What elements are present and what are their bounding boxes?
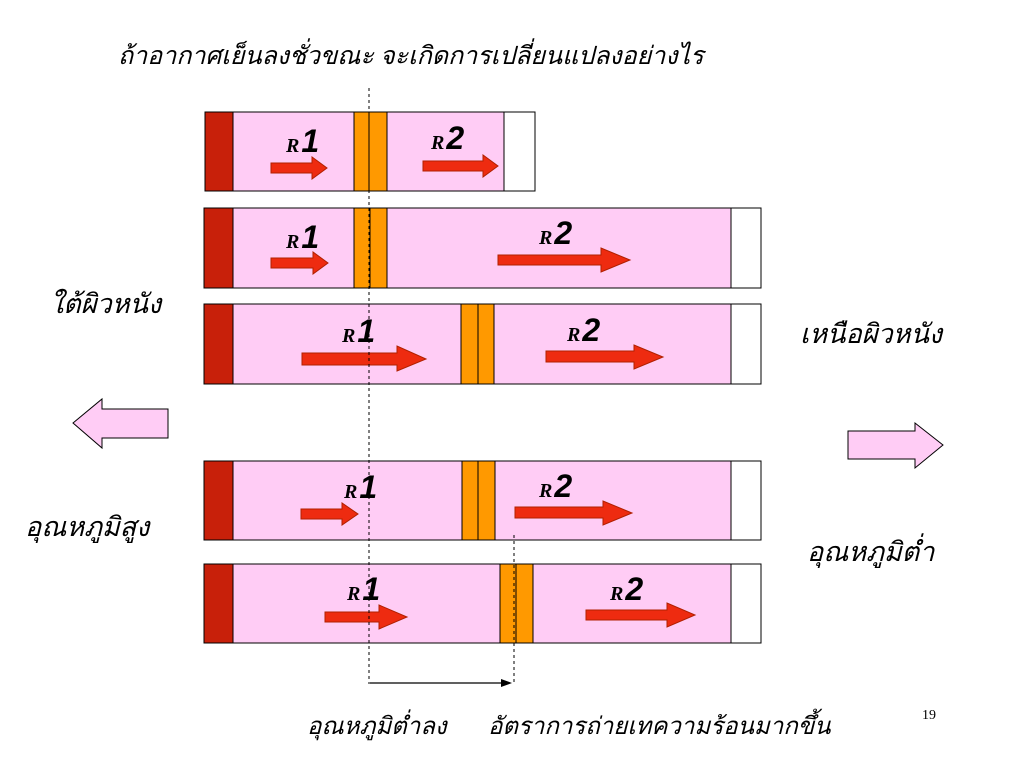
- outer-layer: [730, 563, 762, 644]
- left-direction-arrow: [72, 397, 169, 450]
- r1-label-row-5: R1: [347, 571, 381, 607]
- low-temp-label: อุณหภูมิต่ำ: [807, 537, 935, 567]
- inner-layer: [203, 563, 234, 644]
- tissue-r2: [386, 111, 505, 192]
- r1-label-row-2: R1: [286, 219, 320, 255]
- r2-label-row-4: R2: [539, 468, 573, 504]
- r1-label-row-4: R1: [344, 469, 378, 505]
- page-number: 19: [922, 708, 936, 723]
- heat-arrow-r1: [300, 502, 359, 526]
- heat-arrow-r1: [301, 345, 428, 372]
- heat-arrow-r2: [585, 602, 697, 628]
- outer-layer: [730, 207, 762, 289]
- heat-arrow-r1: [270, 156, 328, 180]
- layer-stack-row-2: [203, 207, 762, 289]
- heat-arrow-r2: [422, 154, 499, 178]
- inner-layer: [203, 207, 234, 289]
- slide-title: ถ้าอากาศเย็นลงชั่วขณะ จะเกิดการเปลี่ยนแป…: [118, 43, 704, 70]
- layer-stack-row-1: [204, 111, 536, 192]
- temp-drop-caption: อุณหภูมิต่ำลง: [307, 714, 447, 740]
- outer-layer: [730, 303, 762, 385]
- tissue-r1: [232, 563, 501, 644]
- tissue-r1: [232, 460, 463, 541]
- inner-layer: [204, 111, 234, 192]
- inner-layer: [203, 303, 234, 385]
- tissue-r1: [232, 207, 355, 289]
- tissue-r2: [493, 303, 732, 385]
- r2-label-row-2: R2: [539, 215, 573, 251]
- heat-rate-up-caption: อัตราการถ่ายเทความร้อนมากขึ้น: [488, 714, 831, 740]
- outer-layer: [730, 460, 762, 541]
- above-skin-label: เหนือผิวหนัง: [800, 319, 943, 349]
- inner-layer: [203, 460, 234, 541]
- r1-label-row-1: R1: [286, 123, 320, 159]
- r2-label-row-5: R2: [610, 571, 644, 607]
- r1-label-row-3: R1: [342, 313, 376, 349]
- outer-layer: [503, 111, 536, 192]
- right-direction-arrow: [847, 421, 944, 470]
- heat-arrow-r1: [324, 604, 409, 630]
- tissue-r2: [494, 460, 732, 541]
- r2-label-row-1: R2: [431, 120, 465, 156]
- heat-arrow-r2: [514, 500, 634, 526]
- tissue-r2: [532, 563, 732, 644]
- high-temp-label: อุณหภูมิสูง: [25, 512, 150, 542]
- layer-stack-row-3: [203, 303, 762, 385]
- tissue-r2: [386, 207, 732, 289]
- heat-arrow-r2: [545, 344, 665, 370]
- below-skin-label: ใต้ผิวหนัง: [50, 289, 162, 319]
- interface-layer: [353, 111, 388, 192]
- r2-label-row-3: R2: [567, 312, 601, 348]
- layer-stack-row-5: [203, 563, 762, 644]
- tissue-r1: [232, 111, 355, 192]
- heat-arrow-r2: [497, 247, 632, 273]
- shift-arrow-head: [501, 679, 512, 687]
- heat-arrow-r1: [270, 251, 329, 275]
- layer-stack-row-4: [203, 460, 762, 541]
- tissue-r1: [232, 303, 462, 385]
